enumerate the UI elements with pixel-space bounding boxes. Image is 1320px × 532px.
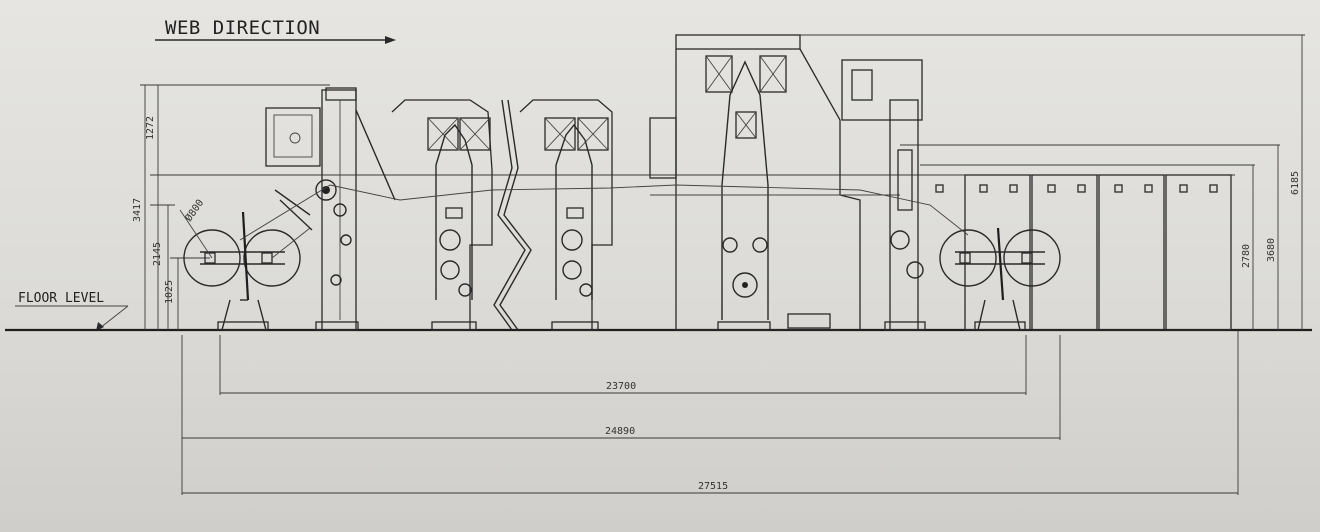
print-unit-1 <box>391 99 493 331</box>
web-path <box>239 184 969 241</box>
web-direction-arrow <box>155 36 396 44</box>
floor-level-label: FLOOR LEVEL <box>18 291 104 306</box>
length-27515: 27515 <box>698 481 728 492</box>
roll-diameter: Ø800 <box>183 197 207 224</box>
height-3680: 3680 <box>1266 238 1277 262</box>
print-unit-2 <box>519 99 613 331</box>
height-2780: 2780 <box>1241 244 1252 268</box>
unwinder-stand <box>179 209 311 331</box>
height-1025: 1025 <box>164 280 175 304</box>
top-right-units <box>841 59 926 331</box>
infeed-unit <box>265 87 396 331</box>
right-height-dimensions <box>800 34 1305 330</box>
height-2145: 2145 <box>152 242 163 266</box>
dryer-tower <box>649 34 900 331</box>
height-1272: 1272 <box>145 116 156 140</box>
floor-level-arrow <box>15 305 129 331</box>
rewinder-stand <box>939 227 1061 331</box>
web-direction-title: WEB DIRECTION <box>165 17 320 39</box>
break-line <box>493 99 532 331</box>
length-23700: 23700 <box>606 381 636 392</box>
height-6185: 6185 <box>1290 171 1301 195</box>
length-24890: 24890 <box>605 426 635 437</box>
left-height-dimensions <box>140 84 1235 330</box>
electrical-cabinets <box>935 174 1232 331</box>
height-3417: 3417 <box>132 198 143 222</box>
length-dimensions <box>181 330 1239 495</box>
